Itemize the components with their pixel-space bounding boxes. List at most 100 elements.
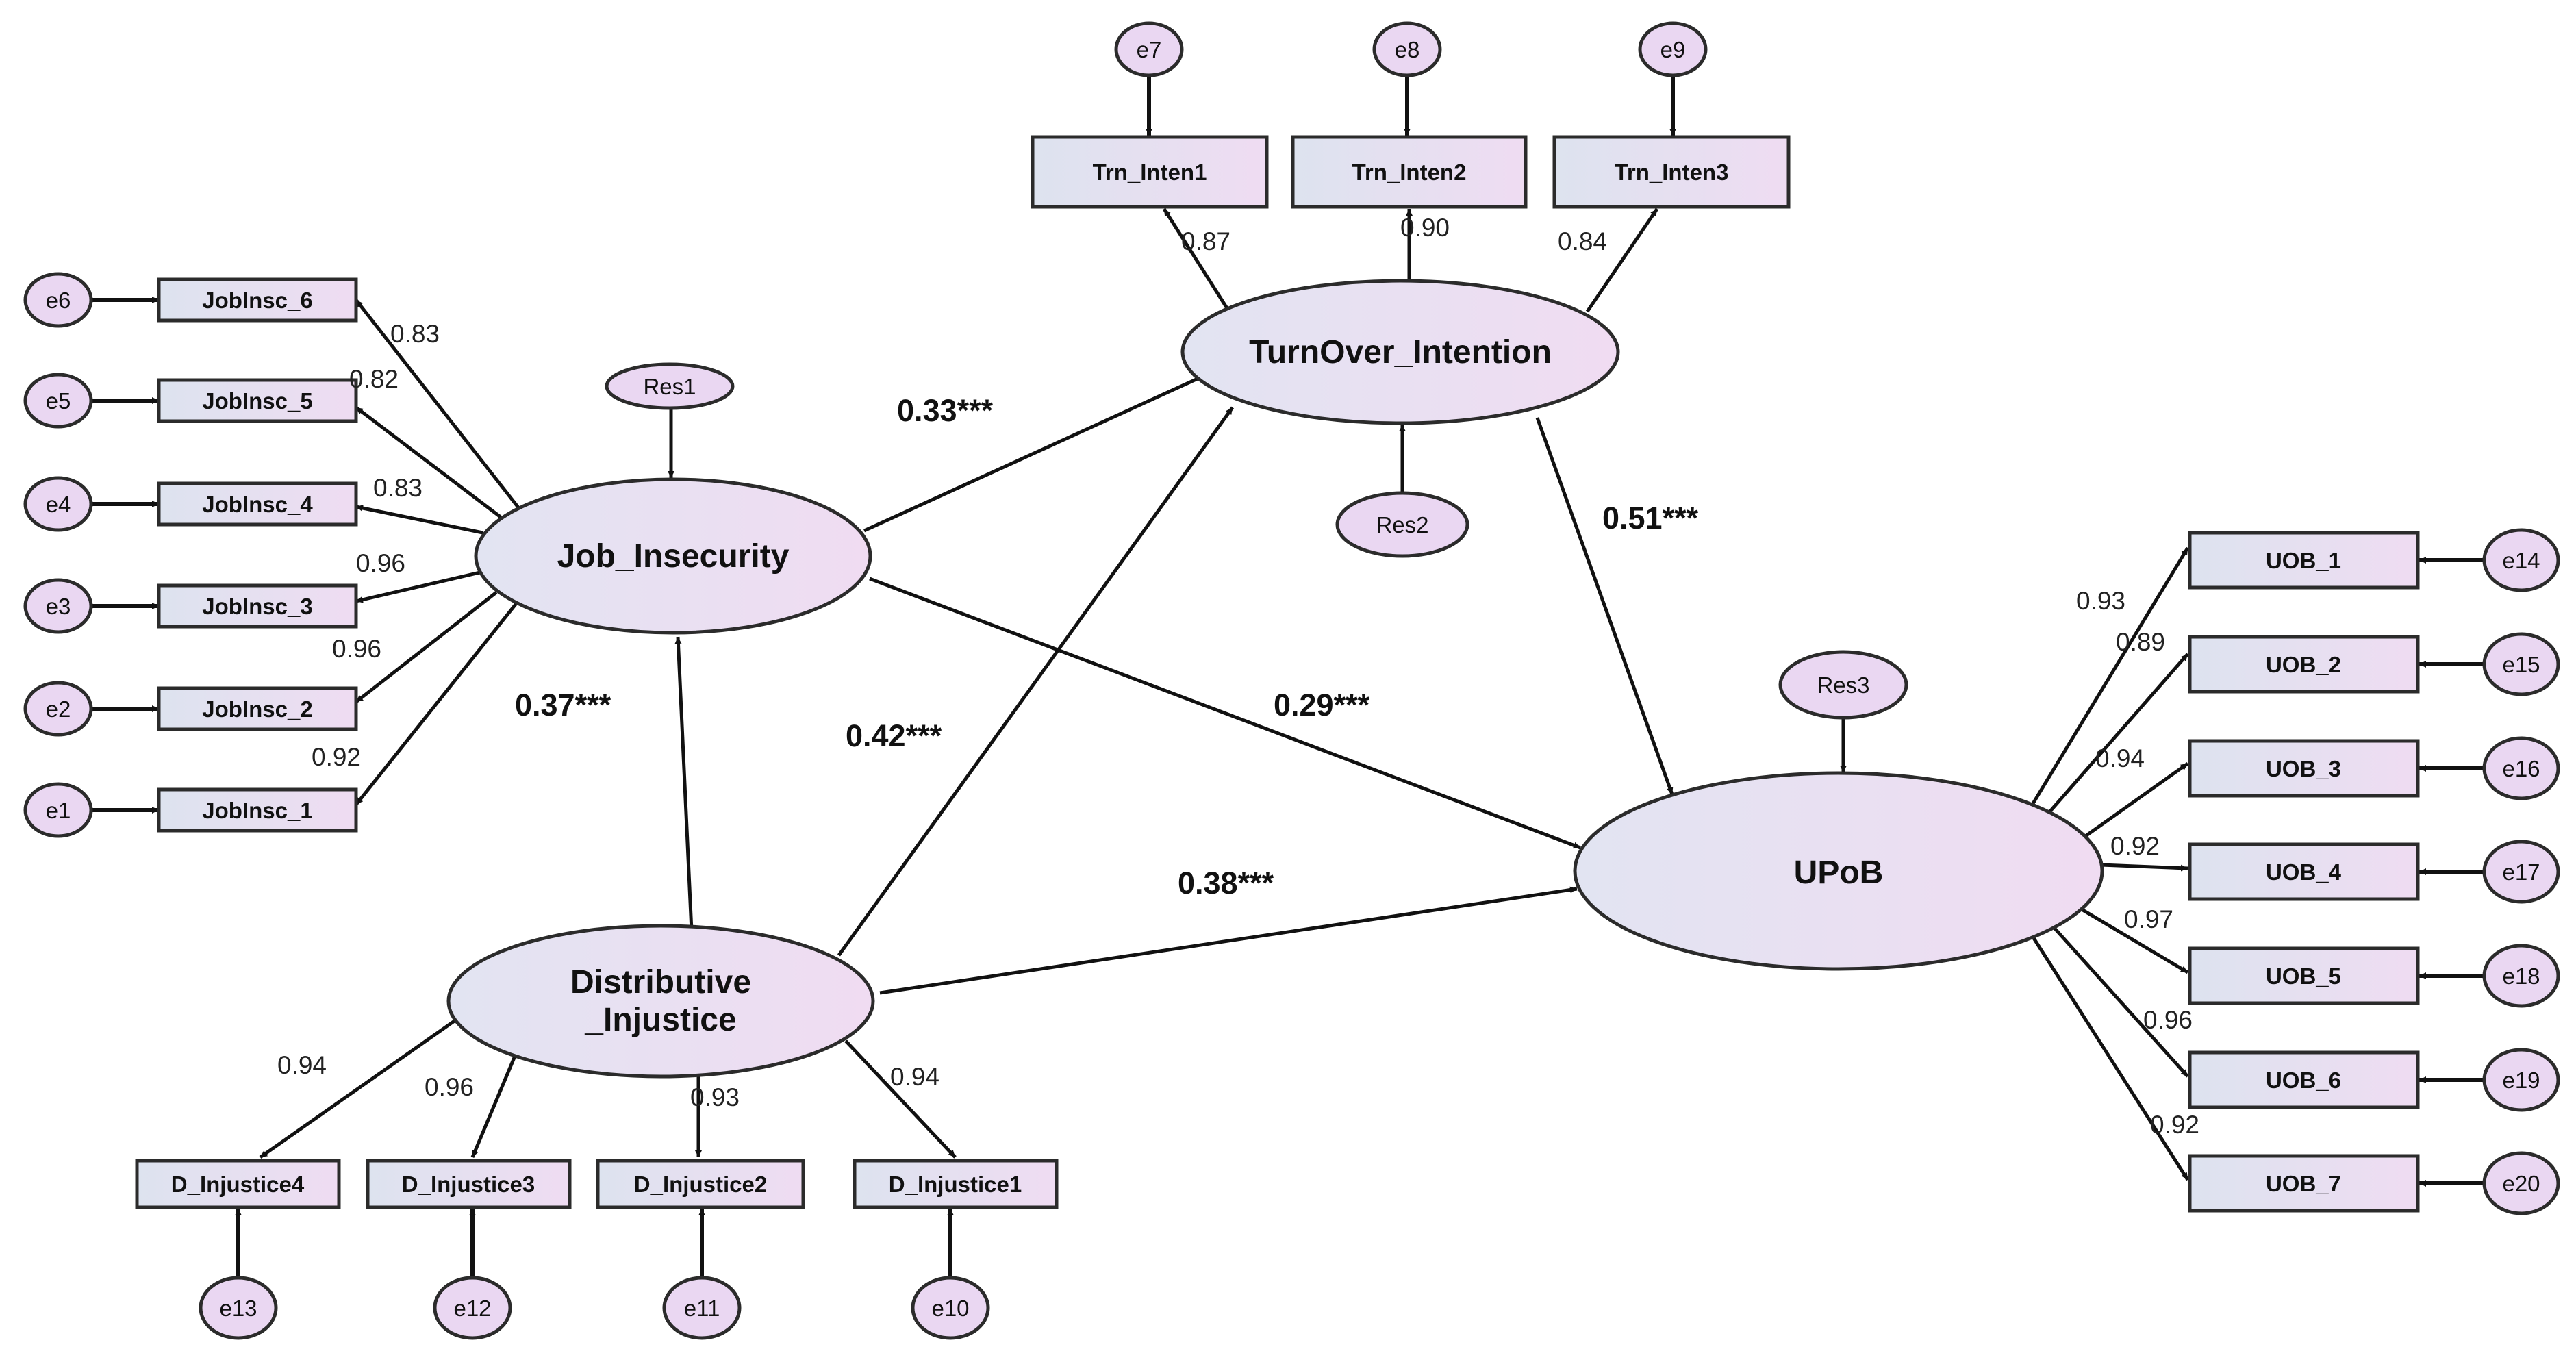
loading-label: 0.83: [373, 474, 422, 502]
indicator-jobinsc-4[interactable]: JobInsc_4: [157, 481, 358, 527]
residual-res1[interactable]: Res1: [605, 362, 735, 410]
error-e20[interactable]: e20: [2482, 1151, 2560, 1215]
latent-job-insecurity[interactable]: Job_Insecurity: [474, 477, 872, 635]
jobinsc-indicator-boxes: JobInsc_6 JobInsc_5 JobInsc_4 JobInsc_3 …: [157, 277, 358, 833]
indicator-label: JobInsc_3: [202, 594, 312, 619]
path-coefficients: 0.33*** 0.51*** 0.29*** 0.37*** 0.42*** …: [515, 393, 1699, 900]
loading-ji-jobinsc6: [355, 299, 522, 512]
trn-indicator-boxes: Trn_Inten1 Trn_Inten2 Trn_Inten3: [1031, 135, 1791, 209]
error-e9[interactable]: e9: [1638, 21, 1708, 77]
edges-layer: [81, 71, 2484, 1277]
error-e7[interactable]: e7: [1114, 21, 1184, 77]
error-e8[interactable]: e8: [1372, 21, 1442, 77]
path-ji-upob: [869, 577, 1581, 850]
indicator-jobinsc-3[interactable]: JobInsc_3: [157, 583, 358, 629]
trn-error-terms: e7 e8 e9: [1114, 21, 1708, 77]
error-label: e1: [46, 798, 71, 823]
latent-label-line1: Distributive: [570, 964, 751, 1000]
loading-label: 0.89: [2116, 628, 2165, 656]
indicator-label: JobInsc_1: [202, 798, 312, 823]
latent-label: Job_Insecurity: [557, 538, 790, 575]
loading-label: 0.97: [2124, 905, 2173, 933]
latent-distributive-injustice[interactable]: Distributive _Injustice: [446, 924, 875, 1079]
loading-label: 0.87: [1181, 227, 1230, 255]
residual-label: Res1: [643, 374, 696, 399]
indicator-label: D_Injustice4: [171, 1172, 305, 1197]
indicator-label: D_Injustice2: [634, 1172, 767, 1197]
error-e5[interactable]: e5: [23, 373, 93, 429]
error-e13[interactable]: e13: [199, 1276, 278, 1340]
indicator-jobinsc-5[interactable]: JobInsc_5: [157, 378, 358, 423]
loading-label: 0.83: [390, 320, 440, 348]
error-e6[interactable]: e6: [23, 272, 93, 328]
indicator-label: D_Injustice1: [889, 1172, 1022, 1197]
loading-label: 0.93: [690, 1083, 740, 1111]
path-di-ji: [674, 636, 694, 932]
error-e2[interactable]: e2: [23, 681, 93, 737]
indicator-label: UOB_7: [2266, 1171, 2341, 1196]
indicator-trn-inten2[interactable]: Trn_Inten2: [1291, 135, 1528, 209]
latent-turnover-intention[interactable]: TurnOver_Intention: [1180, 279, 1620, 425]
indicator-trn-inten3[interactable]: Trn_Inten3: [1552, 135, 1791, 209]
error-e17[interactable]: e17: [2482, 840, 2560, 904]
indicator-trn-inten1[interactable]: Trn_Inten1: [1031, 135, 1269, 209]
loading-label: 0.94: [2095, 744, 2145, 772]
error-label: e11: [684, 1296, 720, 1321]
residual-res2[interactable]: Res2: [1335, 491, 1469, 558]
indicator-uob-4[interactable]: UOB_4: [2188, 842, 2420, 901]
error-e4[interactable]: e4: [23, 476, 93, 532]
error-label: e18: [2502, 963, 2540, 989]
indicator-label: Trn_Inten1: [1093, 160, 1207, 185]
error-e15[interactable]: e15: [2482, 632, 2560, 696]
path-to-upob: [1535, 417, 1674, 795]
error-e12[interactable]: e12: [433, 1276, 512, 1340]
loading-label: 0.82: [349, 365, 399, 393]
error-label: e4: [46, 492, 71, 517]
error-e14[interactable]: e14: [2482, 528, 2560, 592]
indicator-jobinsc-1[interactable]: JobInsc_1: [157, 787, 358, 833]
error-e3[interactable]: e3: [23, 578, 93, 634]
loading-upob-uob3: [2080, 761, 2189, 841]
error-e18[interactable]: e18: [2482, 944, 2560, 1008]
indicator-label: UOB_2: [2266, 652, 2341, 677]
residual-res3[interactable]: Res3: [1778, 650, 1908, 720]
path-di-upob: [879, 886, 1578, 995]
indicator-d-injustice1[interactable]: D_Injustice1: [853, 1159, 1059, 1209]
indicator-label: UOB_6: [2266, 1068, 2341, 1093]
error-label: e17: [2502, 859, 2540, 885]
error-label: e19: [2502, 1068, 2540, 1093]
error-label: e14: [2502, 548, 2540, 573]
indicator-d-injustice3[interactable]: D_Injustice3: [366, 1159, 572, 1209]
loading-label: 0.96: [332, 635, 381, 663]
indicator-jobinsc-6[interactable]: JobInsc_6: [157, 277, 358, 323]
error-e16[interactable]: e16: [2482, 736, 2560, 800]
error-label: e5: [46, 388, 71, 414]
residual-label: Res3: [1817, 672, 1869, 698]
loading-label: 0.92: [2150, 1111, 2199, 1139]
error-label: e7: [1137, 37, 1162, 62]
error-e1[interactable]: e1: [23, 782, 93, 838]
indicator-d-injustice4[interactable]: D_Injustice4: [135, 1159, 341, 1209]
loading-ji-jobinsc3: [355, 570, 483, 603]
indicator-uob-7[interactable]: UOB_7: [2188, 1154, 2420, 1213]
uob-error-terms: e14 e15 e16 e17 e18 e19 e20: [2482, 528, 2560, 1215]
indicator-d-injustice2[interactable]: D_Injustice2: [596, 1159, 805, 1209]
indicator-uob-3[interactable]: UOB_3: [2188, 739, 2420, 798]
indicator-uob-2[interactable]: UOB_2: [2188, 635, 2420, 694]
indicator-uob-1[interactable]: UOB_1: [2188, 531, 2420, 590]
indicator-jobinsc-2[interactable]: JobInsc_2: [157, 686, 358, 731]
loading-label: 0.84: [1558, 227, 1607, 255]
indicator-uob-6[interactable]: UOB_6: [2188, 1050, 2420, 1109]
latent-upob[interactable]: UPoB: [1573, 771, 2104, 971]
error-e10[interactable]: e10: [911, 1276, 990, 1340]
error-e11[interactable]: e11: [662, 1276, 742, 1340]
error-label: e16: [2502, 756, 2540, 781]
error-e19[interactable]: e19: [2482, 1048, 2560, 1112]
uob-loadings: 0.93 0.89 0.94 0.92 0.97 0.96 0.92: [2076, 587, 2199, 1139]
error-label: e13: [219, 1296, 257, 1321]
loading-ji-jobinsc1: [355, 601, 518, 806]
loading-upob-uob6: [2053, 926, 2189, 1078]
indicator-uob-5[interactable]: UOB_5: [2188, 946, 2420, 1005]
loading-upob-uob2: [2043, 653, 2189, 820]
indicator-label: UOB_4: [2266, 859, 2342, 885]
